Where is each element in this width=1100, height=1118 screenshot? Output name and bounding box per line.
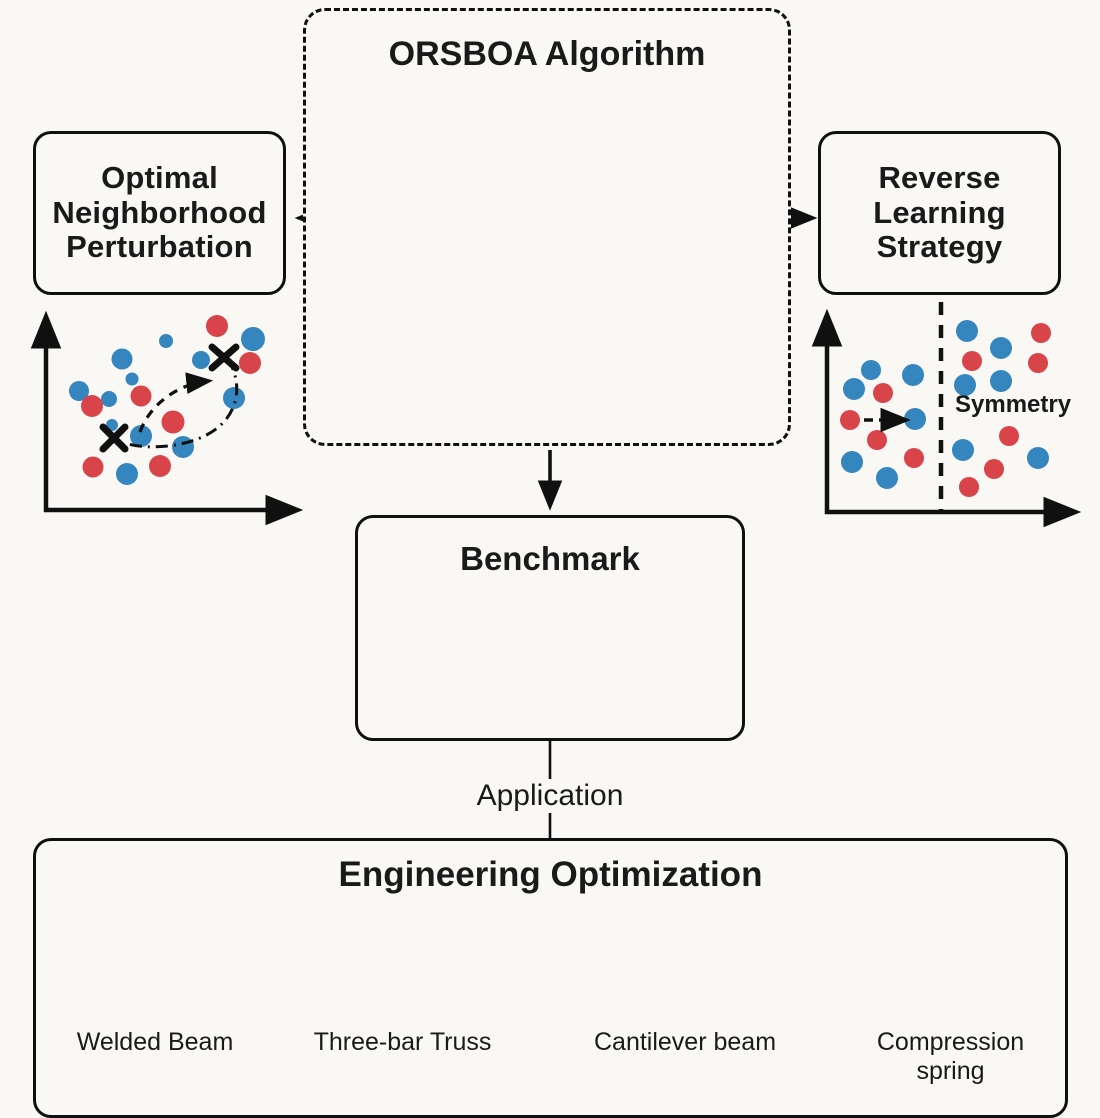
left-module-title: Optimal Neighborhood Perturbation [52,159,267,265]
module-box-reverse-learning-strategy[interactable]: Reverse Learning Strategy [818,131,1061,295]
optimal-neighborhood-perturbation-scatter [30,310,304,526]
benchmark-title: Benchmark [460,540,640,577]
engineering-item-welded-beam[interactable]: Welded Beam [30,1028,280,1057]
engineering-item-label: Cantilever beam [593,1028,777,1056]
engineering-title: Engineering Optimization [338,855,763,894]
engineering-item-label: Compression spring [876,1028,1025,1085]
engineering-item-compression-spring[interactable]: Compression spring [838,1028,1063,1086]
engineering-item-label: Welded Beam [76,1028,234,1056]
engineering-item-three-bar-truss[interactable]: Three-bar Truss [270,1028,535,1057]
engineering-item-label: Three-bar Truss [313,1028,492,1056]
right-module-title: Reverse Learning Strategy [873,159,1006,265]
symmetry-label: Symmetry [955,391,1072,418]
application-label: Application [0,779,1100,813]
engineering-item-cantilever-beam[interactable]: Cantilever beam [555,1028,815,1057]
module-box-optimal-neighborhood-perturbation[interactable]: Optimal Neighborhood Perturbation [33,131,286,295]
benchmark-box[interactable]: Benchmark [355,515,745,741]
page-title: ORSBOA Algorithm [388,35,706,73]
algorithm-container: ORSBOA Algorithm [303,8,791,446]
